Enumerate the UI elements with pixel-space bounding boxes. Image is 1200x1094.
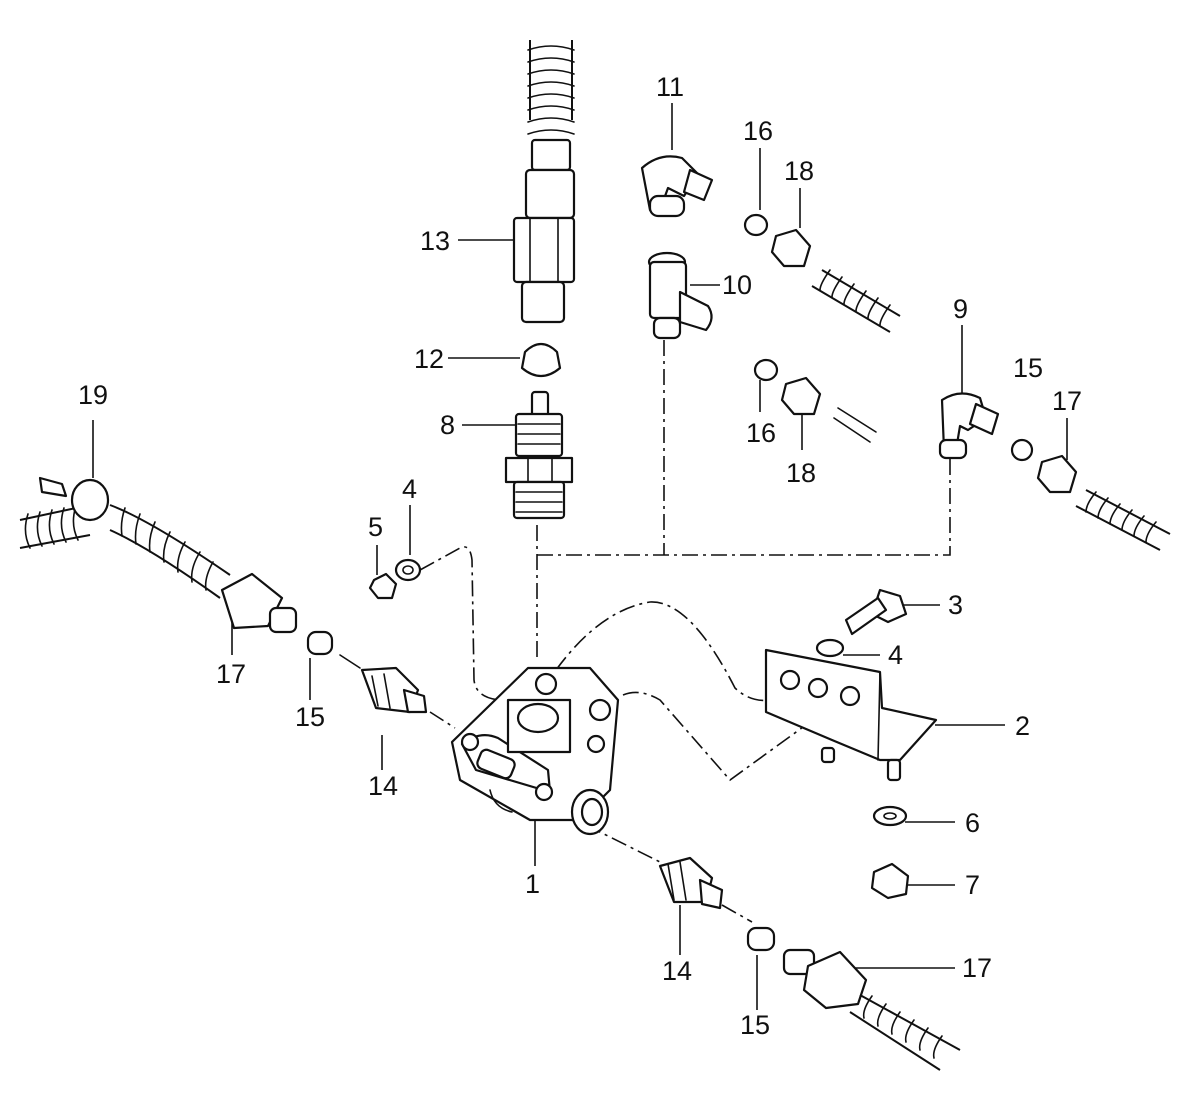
part-19-clamp-hose bbox=[19, 476, 231, 599]
label-16-upper: 16 bbox=[743, 116, 773, 146]
assembly-lines bbox=[419, 340, 951, 923]
label-11: 11 bbox=[656, 72, 684, 102]
part-14-lower-connector bbox=[658, 856, 724, 910]
label-18-upper: 18 bbox=[784, 156, 814, 186]
part-12-olive bbox=[520, 342, 562, 378]
label-2: 2 bbox=[1015, 711, 1030, 741]
part-11-elbow bbox=[640, 155, 714, 218]
leader-lines bbox=[92, 103, 1068, 1010]
label-3: 3 bbox=[948, 590, 963, 620]
label-14-lower: 14 bbox=[662, 956, 692, 986]
part-17-lower-nut-hose bbox=[782, 948, 961, 1071]
label-15-right: 15 bbox=[1013, 353, 1043, 383]
part-18-nuts bbox=[770, 228, 877, 443]
part-8-connector bbox=[504, 390, 574, 520]
label-4-right: 4 bbox=[888, 640, 903, 670]
part-14-left-connector bbox=[360, 666, 428, 714]
label-5: 5 bbox=[368, 512, 383, 542]
part-1-valve-body bbox=[450, 666, 620, 836]
part-15-lower-olive bbox=[746, 926, 776, 952]
part-13-upper-hose bbox=[512, 40, 576, 324]
label-16-middle: 16 bbox=[746, 418, 776, 448]
label-1: 1 bbox=[525, 869, 540, 899]
label-19: 19 bbox=[78, 380, 108, 410]
small-hardware bbox=[368, 558, 910, 900]
label-7: 7 bbox=[965, 870, 980, 900]
label-18-middle: 18 bbox=[786, 458, 816, 488]
part-15-left-olive bbox=[306, 630, 361, 669]
label-13: 13 bbox=[420, 226, 450, 256]
label-6: 6 bbox=[965, 808, 980, 838]
part-16-caps bbox=[743, 213, 779, 382]
upper-right-hoses bbox=[811, 269, 1171, 551]
part-3-bolt bbox=[844, 588, 908, 636]
label-14-left: 14 bbox=[368, 771, 398, 801]
label-8: 8 bbox=[440, 410, 455, 440]
label-17-left: 17 bbox=[216, 659, 246, 689]
part-2-bracket bbox=[764, 648, 938, 782]
label-9: 9 bbox=[953, 294, 968, 324]
part-17-left-nut bbox=[220, 572, 298, 634]
label-4-left: 4 bbox=[402, 474, 417, 504]
label-10: 10 bbox=[722, 270, 752, 300]
label-17-lower: 17 bbox=[962, 953, 992, 983]
label-15-left: 15 bbox=[295, 702, 325, 732]
callout-labels: 1 2 3 4 4 5 6 7 8 9 10 11 12 13 14 14 15… bbox=[78, 72, 1082, 1040]
label-15-lower: 15 bbox=[740, 1010, 770, 1040]
label-12: 12 bbox=[414, 344, 444, 374]
part-9-elbow bbox=[938, 392, 1000, 460]
part-10-tee bbox=[647, 251, 713, 340]
label-17-right: 17 bbox=[1052, 386, 1082, 416]
